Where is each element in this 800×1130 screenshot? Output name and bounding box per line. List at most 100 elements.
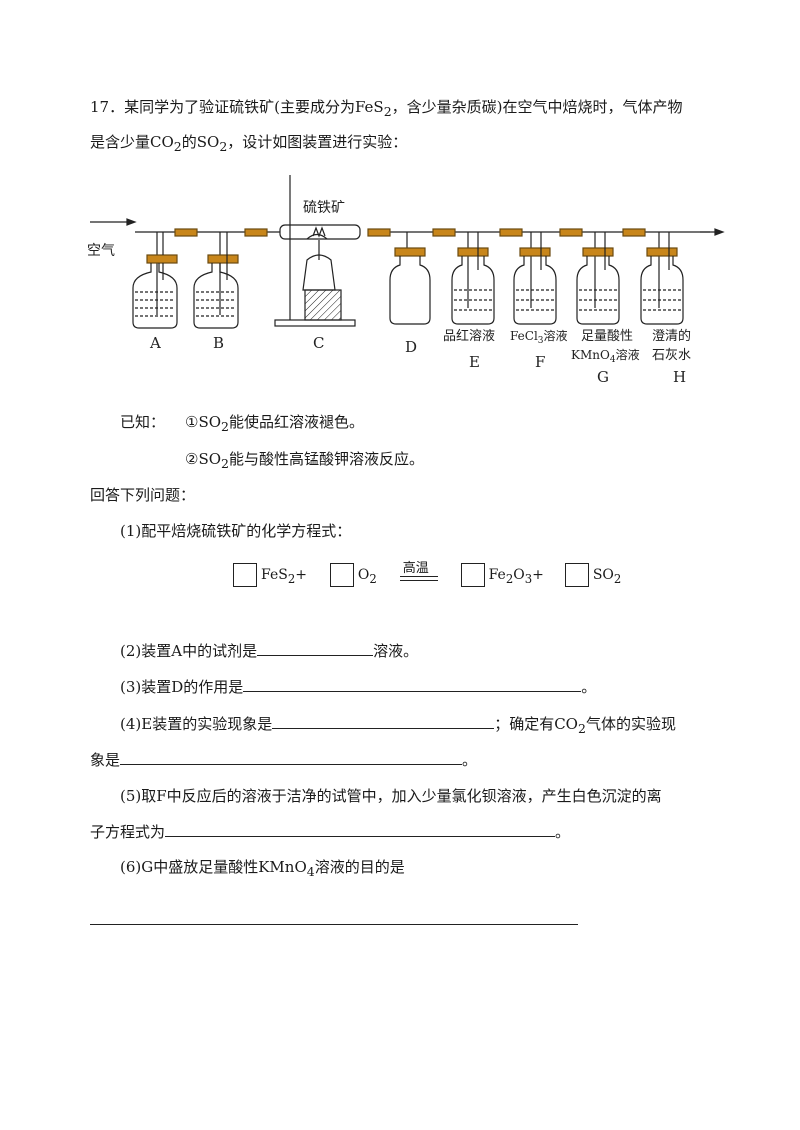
reaction-arrow: 高温 <box>399 561 438 588</box>
caption-g-line1: 足量酸性 <box>581 329 633 344</box>
question-text: 的SO <box>181 133 220 151</box>
formula-so2: SO <box>592 567 614 583</box>
subscript: 2 <box>219 139 228 154</box>
question-1: (1)配平焙烧硫铁矿的化学方程式： <box>120 522 352 540</box>
label-f: F <box>535 353 545 371</box>
coefficient-box-fes2[interactable] <box>233 563 257 587</box>
plus-sign: + <box>532 567 544 583</box>
caption-e: 品红溶液 <box>443 328 495 344</box>
exit-arrow-head <box>714 228 725 236</box>
known-text: 能使品红溶液褪色。 <box>228 413 364 431</box>
question-4-line-2: 象是 。 <box>90 750 477 770</box>
rubber-connector <box>432 228 456 237</box>
bottle-d <box>389 232 431 325</box>
subscript: 2 <box>369 571 377 586</box>
question-text: 。 <box>462 751 478 769</box>
rubber-connector <box>174 228 198 237</box>
bottle-e <box>451 232 495 325</box>
plus-sign: + <box>295 567 307 583</box>
subscript: 2 <box>505 571 514 586</box>
question-5-line-2: 子方程式为 。 <box>90 822 570 842</box>
question-text: 象是 <box>90 751 121 769</box>
known-text: ①SO <box>185 413 222 431</box>
label-c: C <box>313 334 324 352</box>
answer-intro: 回答下列问题： <box>90 486 196 504</box>
question-4: (4)E装置的实验现象是 ；确定有CO2气体的实验现 <box>120 714 676 739</box>
caption-h-line2: 石灰水 <box>652 348 691 363</box>
bottle-f <box>513 232 557 325</box>
known-text: ②SO <box>185 450 222 468</box>
answer-blank-4b[interactable] <box>120 750 463 765</box>
rubber-connector <box>622 228 646 237</box>
label-g: G <box>597 368 609 386</box>
question-3: (3)装置D的作用是 。 <box>120 677 596 697</box>
question-line-2: 是含少量CO2的SO2，设计如图装置进行实验： <box>90 132 407 157</box>
question-text: ；确定有CO <box>494 715 578 733</box>
equation: FeS2+ O2 高温 Fe2O3+ SO2 <box>233 561 622 592</box>
formula-fe2o3: Fe <box>488 567 506 583</box>
question-text: 。 <box>581 678 597 696</box>
label-e: E <box>469 353 480 371</box>
subscript: 2 <box>577 721 586 736</box>
subscript: 3 <box>524 571 533 586</box>
air-arrow-head <box>126 218 137 226</box>
label-a: A <box>149 334 161 352</box>
subscript: 2 <box>383 104 392 119</box>
rubber-connector <box>559 228 583 237</box>
caption-f: FeCl3溶液 <box>510 328 568 346</box>
air-label: 空气 <box>87 243 115 259</box>
apparatus-c <box>274 175 361 327</box>
question-text: 溶液的目的是 <box>314 858 405 876</box>
ore-label: 硫铁矿 <box>303 200 345 216</box>
question-text: (4)E装置的实验现象是 <box>120 715 273 733</box>
coefficient-box-so2[interactable] <box>564 563 589 587</box>
answer-blank-4a[interactable] <box>272 714 495 729</box>
answer-blank-5[interactable] <box>165 822 556 837</box>
question-text: (2)装置A中的试剂是 <box>120 642 258 660</box>
reaction-condition: 高温 <box>402 561 429 576</box>
rubber-connector <box>499 228 523 237</box>
question-text: ，设计如图装置进行实验： <box>227 133 408 151</box>
question-text: 17．某同学为了验证硫铁矿(主要成分为FeS <box>90 98 384 116</box>
question-text: ，含少量杂质碳)在空气中焙烧时，气体产物 <box>391 98 683 116</box>
question-text: 是含少量CO <box>90 133 174 151</box>
label-d: D <box>405 338 417 356</box>
question-6: (6)G中盛放足量酸性KMnO4溶液的目的是 <box>120 857 405 882</box>
rubber-connector <box>244 228 268 237</box>
question-text: 。 <box>555 823 571 841</box>
question-text: 子方程式为 <box>90 823 166 841</box>
coefficient-box-fe2o3[interactable] <box>460 563 485 587</box>
bottle-h <box>640 232 684 325</box>
answer-blank-3[interactable] <box>243 677 582 692</box>
question-text: (6)G中盛放足量酸性KMnO <box>120 858 307 876</box>
question-5: (5)取F中反应后的溶液于洁净的试管中，加入少量氯化钡溶液，产生白色沉淀的离 <box>120 787 662 805</box>
known-item-1: ①SO2能使品红溶液褪色。 <box>185 412 364 437</box>
question-2: (2)装置A中的试剂是 溶液。 <box>120 641 418 661</box>
question-text: (3)装置D的作用是 <box>120 678 244 696</box>
formula-fes2: FeS <box>261 567 288 583</box>
caption-h-line1: 澄清的 <box>652 328 691 344</box>
apparatus-diagram: 空气 硫铁矿 <box>87 175 725 386</box>
bottle-g <box>576 232 620 325</box>
subscript: 2 <box>221 456 229 471</box>
formula-fe2o3: O <box>513 567 525 583</box>
bottle-a <box>132 232 178 329</box>
subscript: 2 <box>287 571 296 586</box>
answer-blank-6[interactable] <box>90 924 578 925</box>
formula-o2: O <box>357 567 370 583</box>
rubber-connector <box>367 228 391 237</box>
subscript: 2 <box>221 419 229 434</box>
label-h: H <box>673 368 686 386</box>
subscript: 4 <box>306 864 315 879</box>
question-line-1: 17．某同学为了验证硫铁矿(主要成分为FeS2，含少量杂质碳)在空气中焙烧时，气… <box>90 97 683 122</box>
coefficient-box-o2[interactable] <box>329 563 354 587</box>
question-text: 溶液。 <box>373 642 419 660</box>
label-b: B <box>213 334 224 352</box>
answer-blank-2[interactable] <box>257 641 374 656</box>
known-item-2: ②SO2能与酸性高锰酸钾溶液反应。 <box>185 449 424 474</box>
subscript: 2 <box>613 571 622 586</box>
caption-g-line2: KMnO4溶液 <box>571 347 640 365</box>
bottle-b <box>193 232 239 329</box>
known-text: 能与酸性高锰酸钾溶液反应。 <box>228 450 424 468</box>
question-text: 气体的实验现 <box>585 715 676 733</box>
